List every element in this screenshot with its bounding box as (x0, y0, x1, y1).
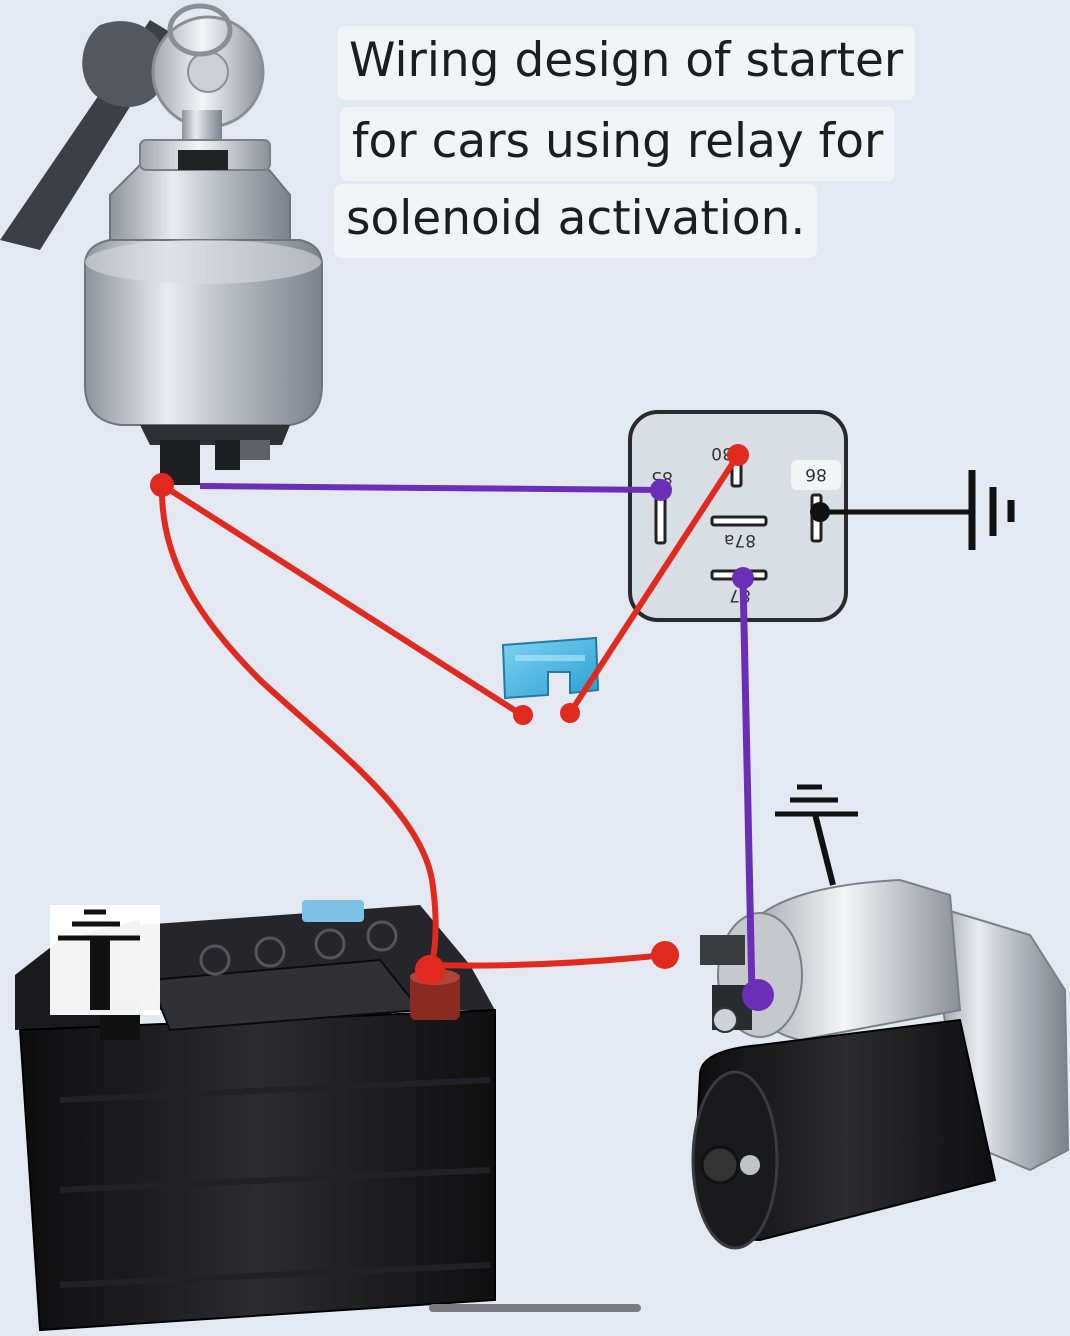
wire-fuse-to-30 (567, 453, 741, 715)
pin-87a (710, 515, 768, 527)
switch-nut (109, 164, 291, 241)
battery-ground-symbol (50, 905, 160, 1015)
caption-line-3: solenoid activation. (334, 184, 818, 258)
connection-points (150, 444, 830, 1011)
node-85 (650, 479, 672, 501)
node-fuse-out (560, 703, 580, 723)
switch-body (84, 239, 323, 426)
node-86 (810, 502, 830, 522)
relay-ground-symbol (820, 470, 1015, 550)
label-30: 30 (711, 443, 733, 463)
starter-ground-symbol (775, 784, 858, 886)
wire-87-to-solenoid (739, 577, 756, 996)
caption-line-1: Wiring design of starter (337, 26, 916, 100)
node-fuse-in (513, 705, 533, 725)
node-87 (732, 567, 754, 589)
ignition-key-switch (0, 3, 323, 485)
wire-switch-to-85 (199, 483, 662, 493)
node-30 (727, 444, 749, 466)
wires (158, 453, 756, 996)
label-87a: 87a (724, 530, 756, 550)
wire-switch-to-battery (158, 484, 439, 973)
wire-battery-to-starter (429, 952, 666, 969)
starter-motor (691, 878, 1070, 1250)
home-indicator[interactable] (429, 1304, 641, 1312)
caption-line-2: for cars using relay for (340, 107, 896, 181)
node-switch (150, 473, 174, 497)
fuse (501, 636, 600, 700)
node-starter-main (651, 941, 679, 969)
node-solenoid (742, 979, 774, 1011)
positive-terminal (410, 975, 460, 1020)
pin-85 (654, 493, 667, 545)
battery-indicator (302, 900, 364, 922)
wire-switch-to-fuse (160, 482, 524, 718)
node-battery-positive (415, 955, 445, 985)
label-86: 86 (805, 464, 827, 484)
